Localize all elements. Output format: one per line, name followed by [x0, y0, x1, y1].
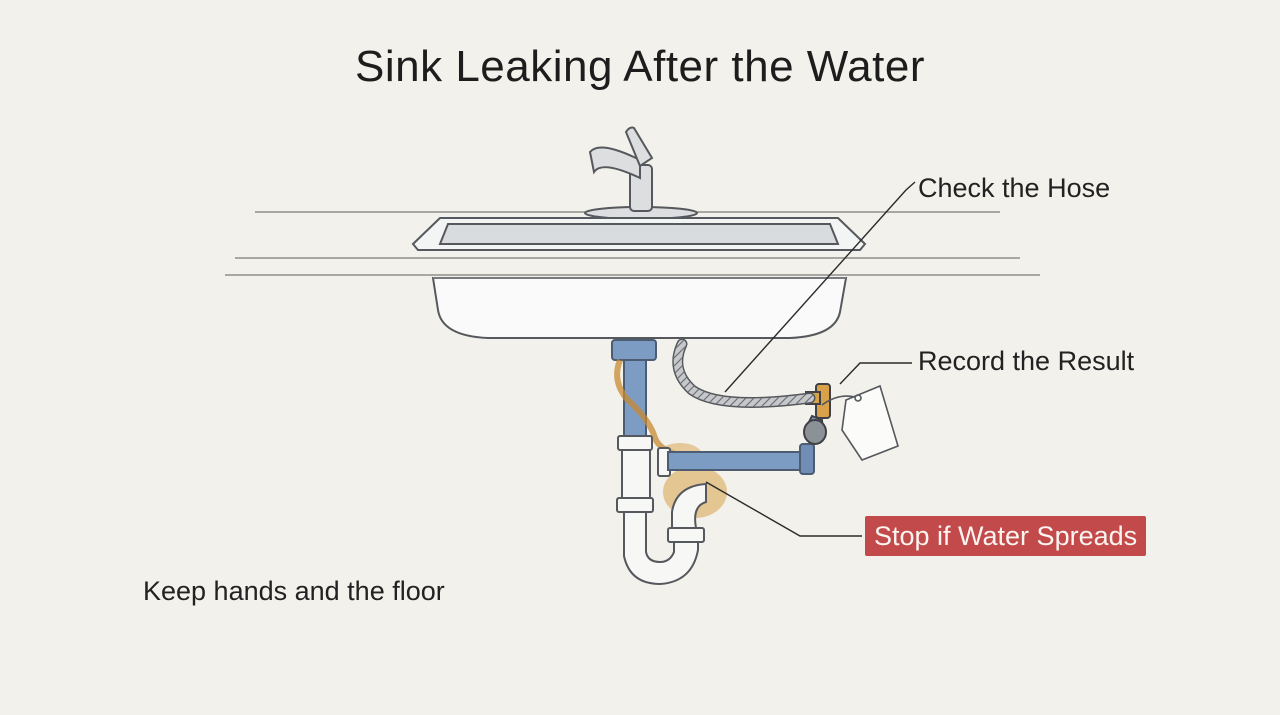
label-safety-note: Keep hands and the floor — [143, 576, 445, 606]
page-title: Sink Leaking After the Water — [355, 42, 925, 91]
faucet — [584, 126, 698, 220]
tailpiece — [611, 339, 657, 439]
label-check-hose: Check the Hose — [918, 173, 1111, 203]
leader-lines — [705, 181, 916, 537]
label-stop-warning: Stop if Water Spreads — [865, 516, 1147, 556]
sink-basin — [411, 217, 867, 339]
supply-hose — [672, 338, 816, 408]
p-trap — [616, 435, 707, 586]
drain-arm — [657, 443, 815, 477]
label-record-result: Record the Result — [918, 346, 1135, 376]
result-tag — [821, 384, 899, 461]
